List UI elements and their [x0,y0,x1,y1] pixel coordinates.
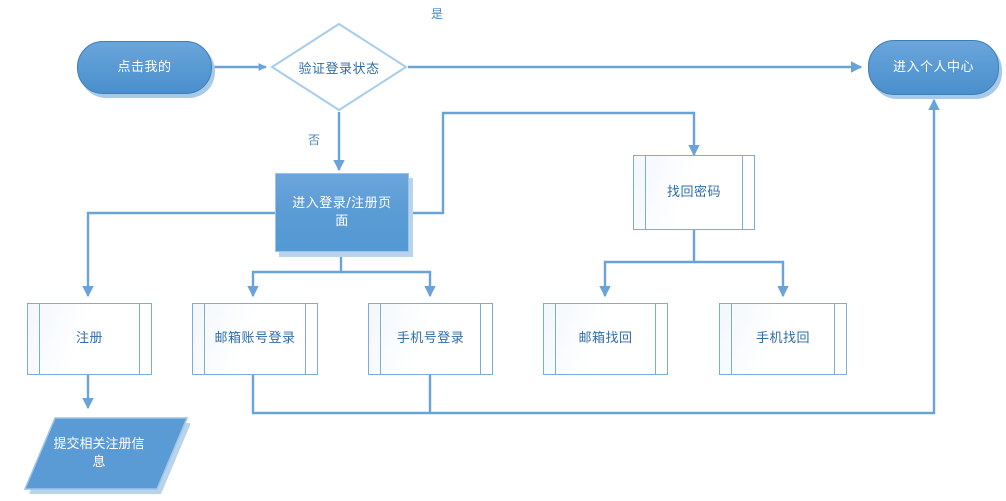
node-phonelogin[interactable]: 手机号登录 [368,303,493,375]
node-phonelogin-label: 手机号登录 [396,331,465,347]
predef-bar-left [731,304,732,374]
node-register-label: 注册 [75,331,103,347]
node-findpwd-label: 找回密码 [666,184,721,200]
node-loginpage-label: 进入登录/注册页面 [292,195,392,229]
node-emailfind-label: 邮箱找回 [578,331,633,347]
predef-bar-right [305,304,306,374]
node-phonefind[interactable]: 手机找回 [719,303,847,375]
node-submitinfo[interactable]: 提交相关注册信息 [20,410,190,498]
edge-label-yes: 是 [431,7,444,21]
edge-logins-to-center [251,98,940,415]
edge-loginpage-split [247,252,343,298]
node-center[interactable]: 进入个人中心 [868,40,999,95]
predef-bar-left [555,304,556,374]
edge-findpwd-to-phonefind [694,260,789,298]
node-register[interactable]: 注册 [27,303,152,375]
predef-bar-left [39,304,40,374]
predef-bar-left [645,156,646,229]
predef-bar-left [380,304,381,374]
diamond-shape [270,22,408,112]
node-findpwd[interactable]: 找回密码 [633,155,755,230]
node-phonefind-label: 手机找回 [755,331,810,347]
node-submitinfo-text: 提交相关注册信息 [53,436,145,470]
edge-loginpage-to-findpwd [409,111,700,215]
predef-bar-left [204,304,205,374]
predef-bar-right [834,304,835,374]
edge-loginpage-to-phonelogin [341,270,436,298]
parallelogram-shape [23,417,190,494]
predef-bar-right [742,156,743,229]
node-submitinfo-label: 提交相关注册信息 [20,410,190,498]
node-start-label: 点击我的 [117,59,172,75]
predef-bar-right [480,304,481,374]
edge-findpwd-split [599,230,696,298]
node-center-label: 进入个人中心 [892,59,974,75]
edge-loginpage-to-register [82,211,276,298]
predef-bar-right [655,304,656,374]
node-check-label: 验证登录状态 [298,61,380,77]
node-emaillogin-label: 邮箱账号登录 [214,331,296,347]
node-emailfind[interactable]: 邮箱找回 [543,303,668,375]
edge-label-no: 否 [308,133,321,147]
node-emaillogin[interactable]: 邮箱账号登录 [192,303,318,375]
node-loginpage[interactable]: 进入登录/注册页面 [275,173,409,252]
node-check[interactable]: 验证登录状态 [270,22,408,112]
node-start[interactable]: 点击我的 [77,41,212,94]
predef-bar-right [139,304,140,374]
